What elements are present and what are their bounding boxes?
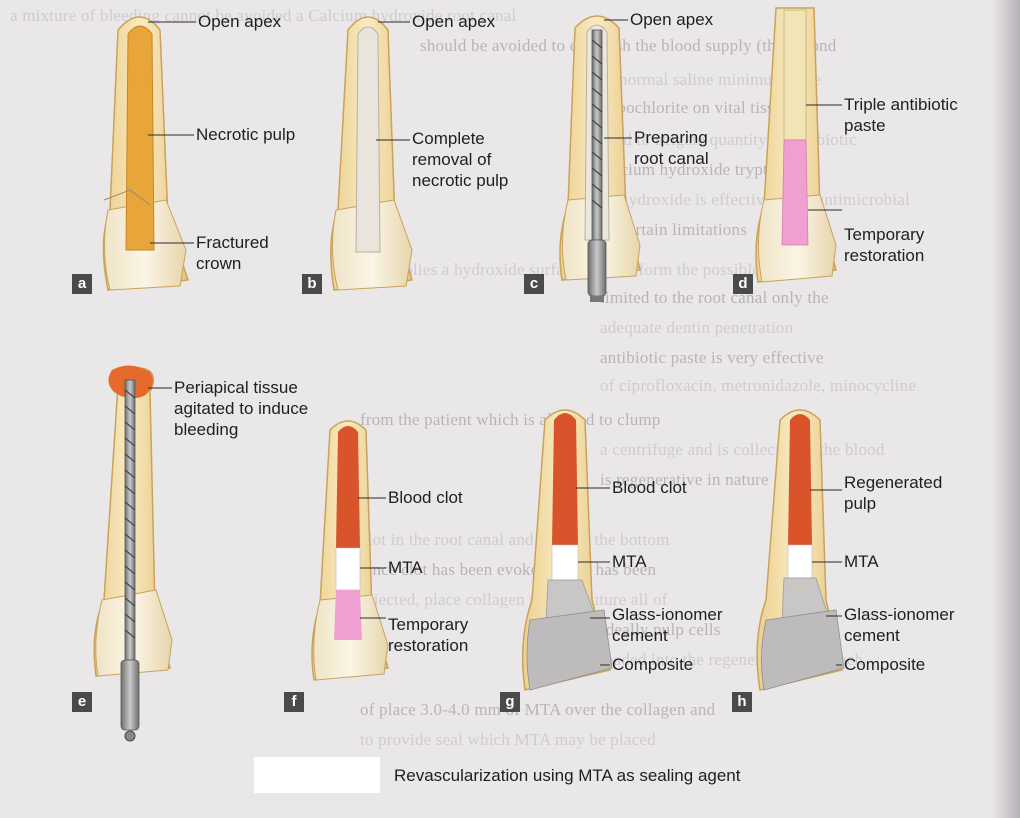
label-open-apex-b: Open apex xyxy=(412,11,495,32)
label-triple-antibiotic-paste: Triple antibiotic paste xyxy=(844,94,958,136)
panel-tag-e: e xyxy=(72,692,92,712)
panel-tag-a: a xyxy=(72,274,92,294)
panel-tag-d: d xyxy=(733,274,753,294)
caption-mask xyxy=(254,757,380,793)
label-blood-clot-f: Blood clot xyxy=(388,487,463,508)
label-temporary-restoration-d: Temporary restoration xyxy=(844,224,924,266)
label-blood-clot-g: Blood clot xyxy=(612,477,687,498)
label-glass-ionomer-g: Glass-ionomer cement xyxy=(612,604,723,646)
panel-tag-h: h xyxy=(732,692,752,712)
panel-tag-f: f xyxy=(284,692,304,712)
tooth-e xyxy=(94,365,172,741)
figure-caption: Revascularization using MTA as sealing a… xyxy=(394,766,740,786)
label-temporary-restoration-f: Temporary restoration xyxy=(388,614,468,656)
label-fractured-crown: Fractured crown xyxy=(196,232,269,274)
tooth-h xyxy=(757,410,844,690)
label-open-apex-a: Open apex xyxy=(198,11,281,32)
label-mta-h: MTA xyxy=(844,551,879,572)
tooth-f xyxy=(312,421,388,680)
panel-tag-b: b xyxy=(302,274,322,294)
label-preparing-root-canal: Preparing root canal xyxy=(634,127,709,169)
panel-tag-g: g xyxy=(500,692,520,712)
tooth-d xyxy=(756,8,836,282)
label-composite-g: Composite xyxy=(612,654,693,675)
panel-tag-c: c xyxy=(524,274,544,294)
label-periapical-tissue: Periapical tissue agitated to induce ble… xyxy=(174,377,308,440)
label-glass-ionomer-h: Glass-ionomer cement xyxy=(844,604,955,646)
tooth-g xyxy=(523,410,612,690)
leader-lines xyxy=(148,20,842,665)
label-open-apex-c: Open apex xyxy=(630,9,713,30)
label-removal-necrotic-pulp: Complete removal of necrotic pulp xyxy=(412,128,508,191)
label-regenerated-pulp: Regenerated pulp xyxy=(844,472,942,514)
label-mta-f: MTA xyxy=(388,557,423,578)
tooth-a xyxy=(103,17,188,290)
tooth-b xyxy=(331,17,412,290)
label-necrotic-pulp: Necrotic pulp xyxy=(196,124,295,145)
label-mta-g: MTA xyxy=(612,551,647,572)
label-composite-h: Composite xyxy=(844,654,925,675)
tooth-c xyxy=(560,16,640,302)
